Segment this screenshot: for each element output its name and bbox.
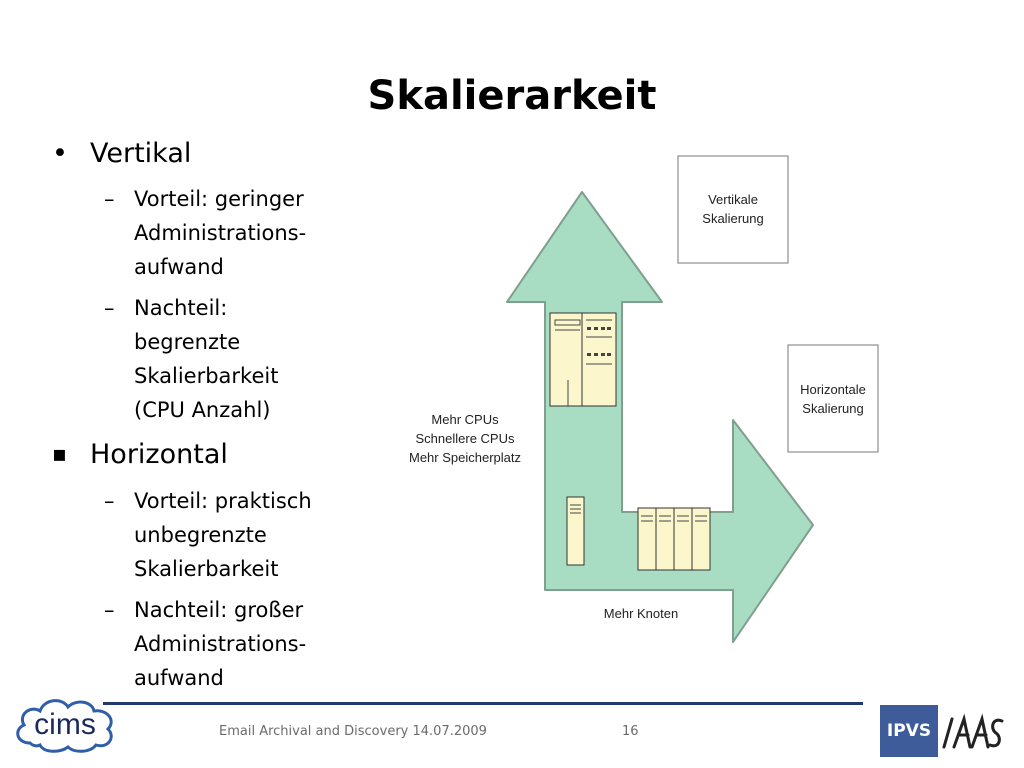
sub-bullet-line: Skalierbarkeit	[134, 364, 279, 388]
sub-bullet-line: Nachteil:	[134, 296, 228, 320]
box-horizontal-label: Skalierung	[802, 401, 863, 416]
sub-bullet-line: Administrations-	[134, 221, 307, 245]
bullet-heading: Horizontal	[90, 439, 228, 470]
sub-bullet-line: unbegrenzte	[134, 523, 267, 547]
dash-icon: –	[104, 296, 115, 320]
cims-logo-text: cims	[34, 708, 96, 741]
box-horizontal-scaling	[787, 344, 879, 453]
bullet-square-icon: ▪	[52, 442, 67, 467]
sub-bullet-line: Nachteil: großer	[134, 598, 304, 622]
horizontal-scaling-description: Mehr Knoten	[604, 606, 678, 621]
slide-title: Skalierarkeit	[367, 73, 657, 119]
bullet-dot-icon: •	[52, 138, 68, 169]
box-vertical-label: Skalierung	[702, 211, 763, 226]
dash-icon: –	[104, 489, 115, 513]
small-server-icon	[566, 496, 585, 566]
vertical-scaling-description: Mehr Speicherplatz	[409, 450, 521, 465]
iaas-logo	[942, 713, 1004, 749]
dash-icon: –	[104, 187, 115, 211]
page-number: 16	[622, 724, 639, 739]
vertical-scaling-description: Mehr CPUs	[431, 412, 499, 427]
footer-divider	[103, 702, 863, 705]
vertical-scaling-description: Schnellere CPUs	[416, 431, 515, 446]
footer-text: Email Archival and Discovery 14.07.2009	[219, 724, 487, 739]
sub-bullet-line: (CPU Anzahl)	[134, 398, 271, 422]
sub-bullet-line: Vorteil: praktisch	[134, 489, 312, 513]
box-vertical-scaling	[677, 155, 789, 264]
box-vertical-label: Vertikale	[708, 192, 758, 207]
sub-bullet-line: Vorteil: geringer	[134, 187, 304, 211]
cims-logo: cims	[16, 699, 113, 753]
sub-bullet-line: aufwand	[134, 666, 224, 690]
sub-bullet-line: Skalierbarkeit	[134, 557, 279, 581]
server-cluster-icon	[637, 507, 711, 571]
dash-icon: –	[104, 598, 115, 622]
box-horizontal-label: Horizontale	[800, 382, 866, 397]
bullet-heading: Vertikal	[90, 138, 192, 169]
sub-bullet-line: aufwand	[134, 255, 224, 279]
sub-bullet-line: Administrations-	[134, 632, 307, 656]
ipvs-logo: IPVS	[880, 705, 938, 757]
tower-server-icon	[549, 312, 617, 407]
scaling-diagram: Vertikale Skalierung Horizontale Skalier…	[409, 155, 879, 643]
sub-bullet-line: begrenzte	[134, 330, 241, 354]
